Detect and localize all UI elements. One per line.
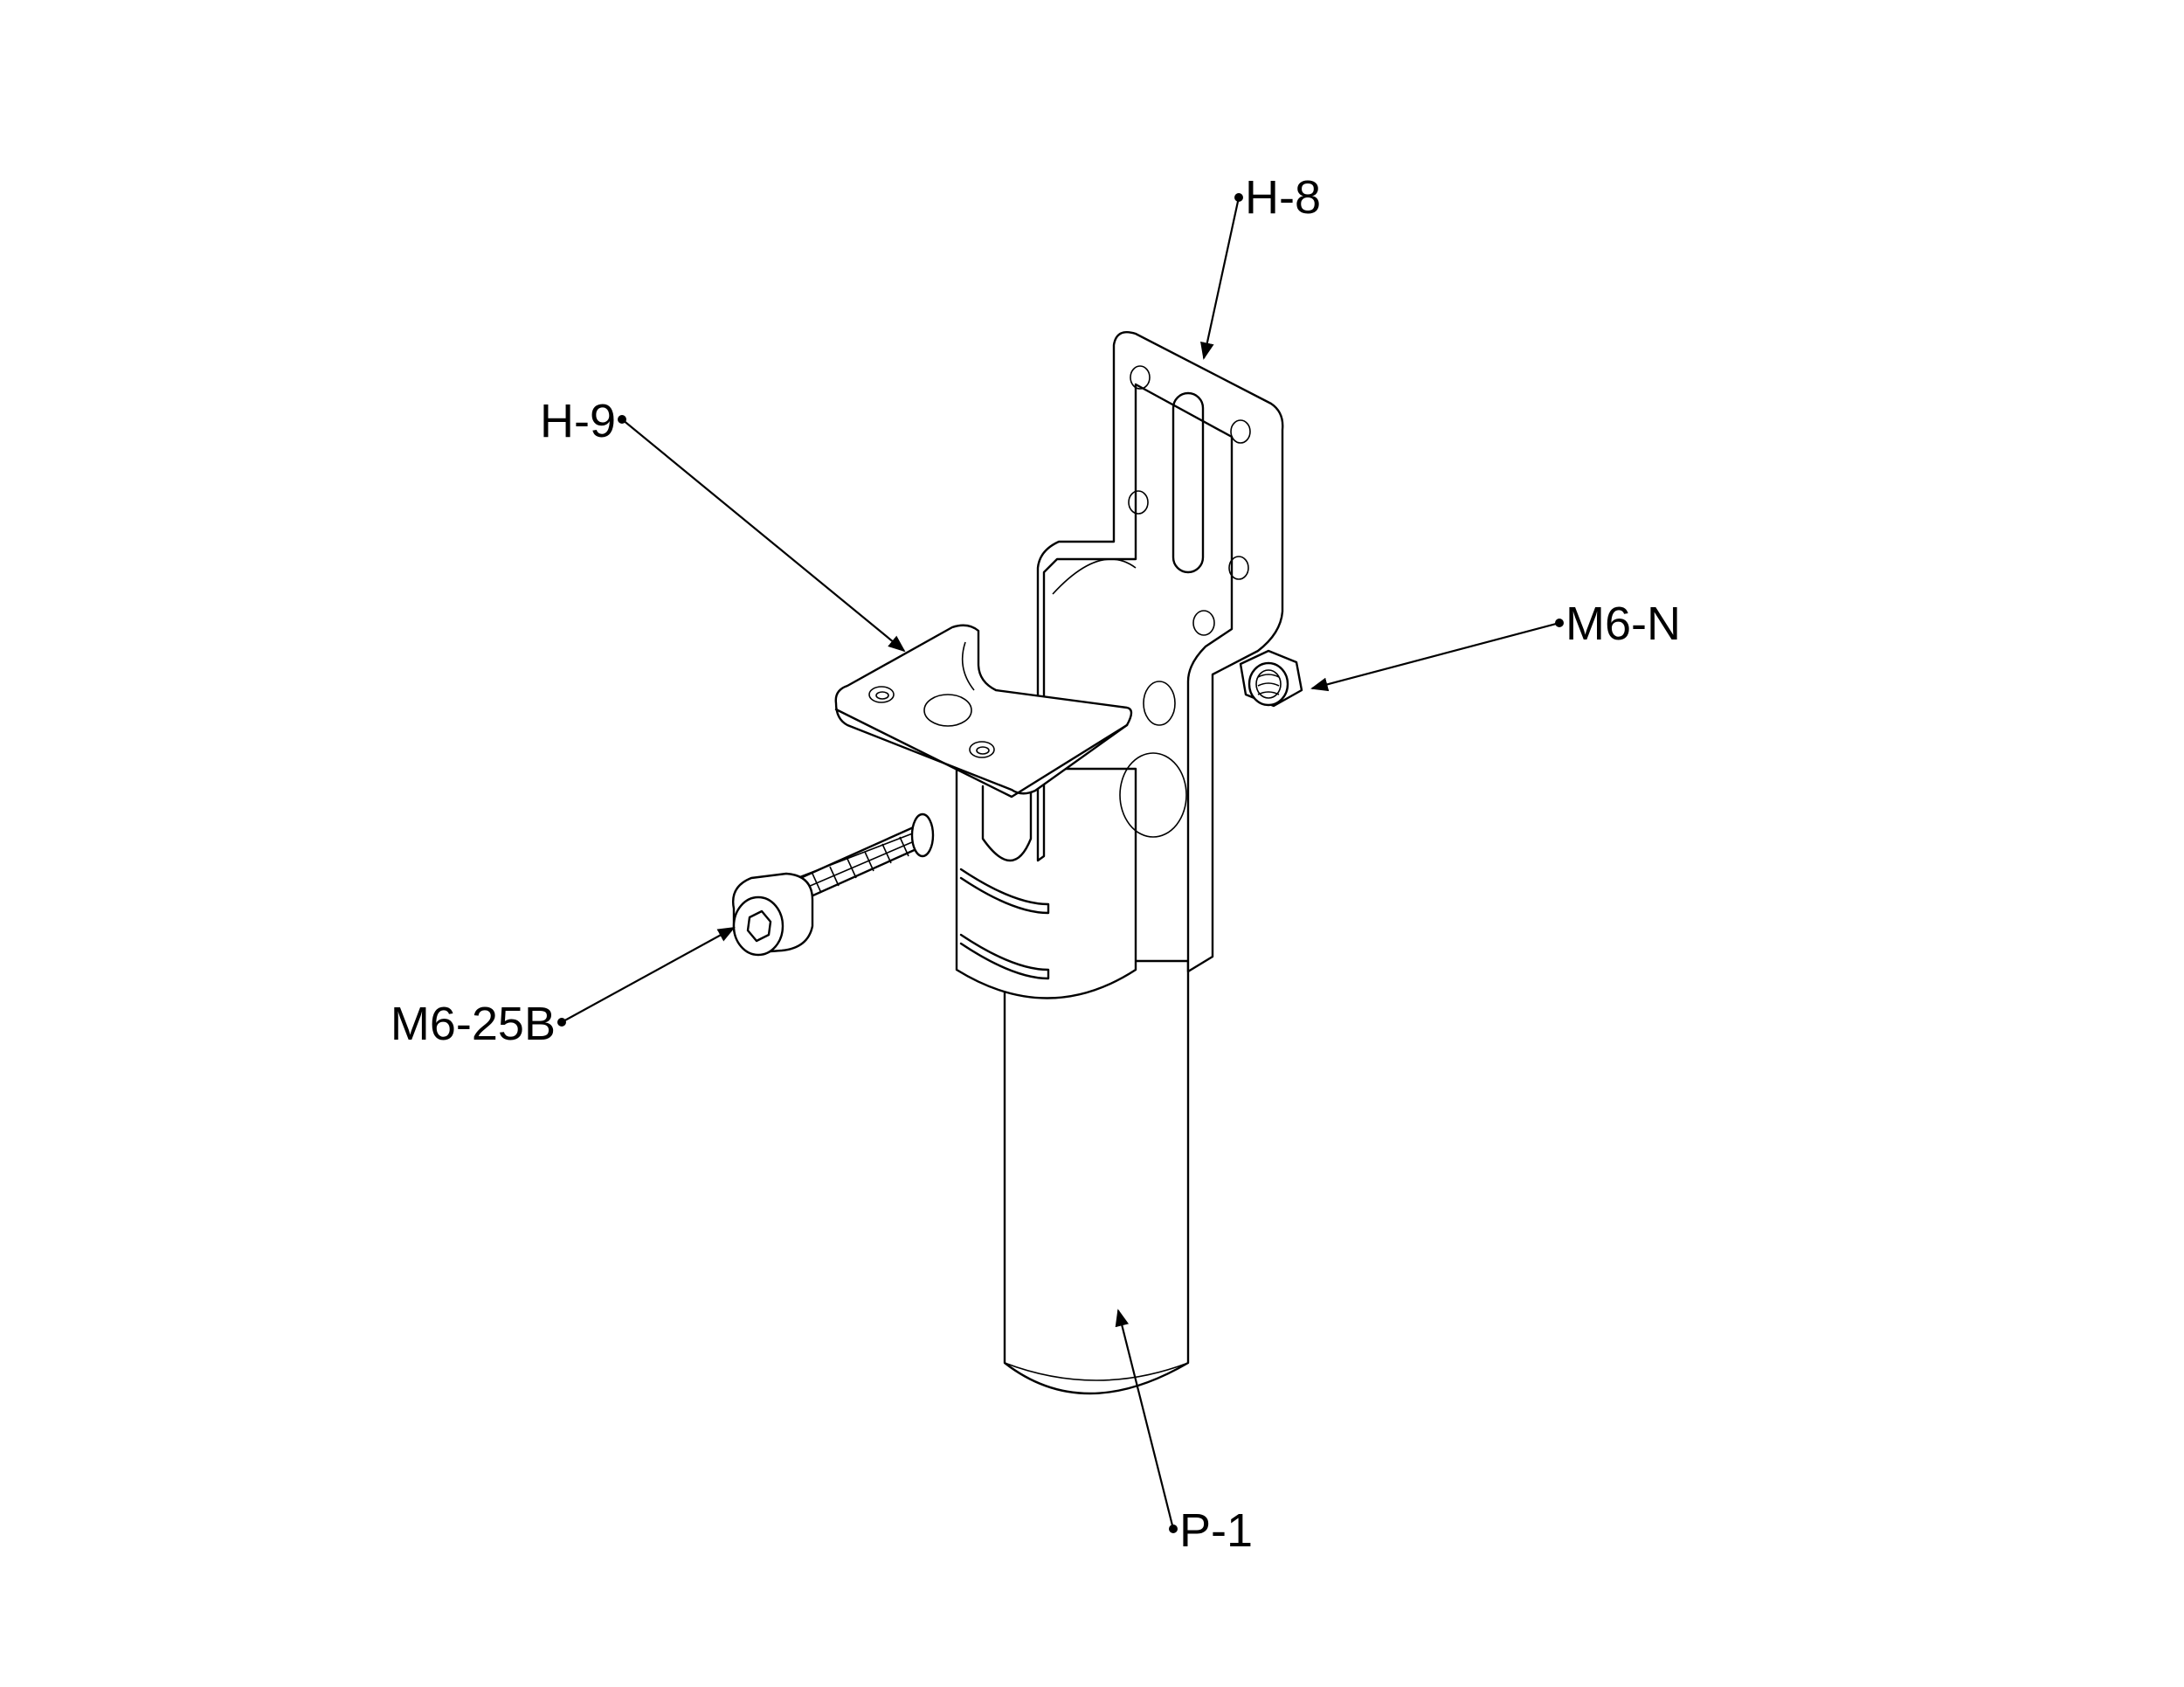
leader-h8 — [1200, 197, 1241, 360]
label-p1: P-1 — [1179, 1504, 1253, 1557]
tube-p1 — [1003, 959, 1190, 1395]
clamp-body — [955, 752, 1187, 999]
label-h9: H-9 — [540, 395, 616, 447]
bracket-h9 — [834, 624, 1133, 799]
label-m6-25b: M6-25B — [390, 998, 556, 1050]
label-m6-n: M6-N — [1565, 598, 1681, 650]
leader-m6-25b — [561, 927, 736, 1023]
leader-h9 — [621, 418, 906, 653]
bracket-h8 — [1036, 330, 1284, 973]
leader-m6n — [1310, 621, 1560, 692]
leader-p1 — [1115, 1309, 1175, 1530]
leader-lines — [561, 197, 1560, 1530]
callout-dots — [557, 193, 1564, 1533]
label-h8: H-8 — [1245, 171, 1321, 224]
nut-m6-n — [1239, 649, 1303, 708]
screw-m6-25b — [732, 812, 935, 957]
